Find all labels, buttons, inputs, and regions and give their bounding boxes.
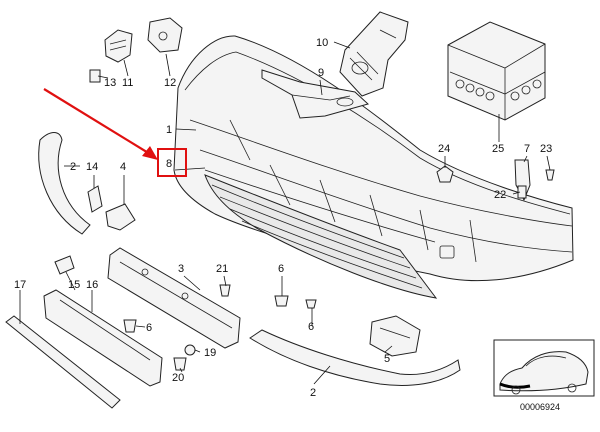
part-21-screw[interactable]	[219, 284, 231, 297]
diagram-code: 00006924	[520, 402, 560, 412]
part-2-trim-strip-left[interactable]	[38, 132, 91, 235]
part-3-license-holder[interactable]	[107, 247, 241, 349]
label-part-2-left: 2	[70, 161, 76, 173]
part-12-bracket[interactable]	[147, 17, 183, 53]
label-part-8: 8	[166, 158, 172, 170]
part-22-clip[interactable]	[517, 185, 527, 199]
label-part-4: 4	[120, 161, 126, 173]
label-part-6-a: 6	[278, 263, 284, 275]
part-2-trim-strip-lower[interactable]	[249, 329, 461, 386]
leader-lines	[19, 41, 551, 385]
part-17-strip[interactable]	[5, 315, 121, 409]
label-part-25: 25	[492, 143, 504, 155]
part-labels: 1 2 8 4 14 9 10 13 11 12 25 24 7 23 22 3…	[14, 37, 552, 399]
label-part-17: 17	[14, 279, 26, 291]
label-part-10: 10	[316, 37, 328, 49]
label-part-2-lower: 2	[310, 387, 316, 399]
red-pointer-arrow	[43, 88, 158, 160]
label-part-13: 13	[104, 77, 116, 89]
part-5-lamp[interactable]	[369, 315, 421, 357]
box-clip-icons	[455, 79, 542, 101]
part-10-bracket[interactable]	[339, 11, 409, 97]
label-part-1: 1	[166, 124, 172, 136]
label-part-21: 21	[216, 263, 228, 275]
part-9-bracket[interactable]	[261, 69, 369, 119]
part-8-lower-grille[interactable]	[204, 174, 438, 299]
part-25-kit-box[interactable]	[447, 21, 546, 121]
label-part-6-c: 6	[146, 322, 152, 334]
label-part-19: 19	[204, 347, 216, 359]
inset-bumper-highlight	[499, 382, 531, 389]
label-part-24: 24	[438, 143, 450, 155]
label-part-22: 22	[494, 189, 506, 201]
part-23-screw[interactable]	[545, 169, 555, 181]
part-16-plate[interactable]	[43, 289, 163, 387]
highlight-box-part-8	[157, 148, 187, 177]
label-part-23: 23	[540, 143, 552, 155]
label-part-9: 9	[318, 67, 324, 79]
label-part-5: 5	[384, 353, 390, 365]
label-part-11: 11	[122, 77, 133, 89]
part-11-bracket[interactable]	[104, 29, 133, 63]
label-part-12: 12	[164, 77, 176, 89]
part-20-screw[interactable]	[173, 357, 187, 371]
part-6-screw-b[interactable]	[305, 299, 317, 309]
label-part-20: 20	[172, 372, 184, 384]
part-6-screw-a[interactable]	[274, 295, 289, 307]
inset-car-view	[493, 339, 595, 397]
part-19-nut[interactable]	[184, 344, 196, 356]
label-part-14: 14	[86, 161, 98, 173]
label-part-6-b: 6	[308, 321, 314, 333]
part-4-bracket[interactable]	[105, 203, 136, 231]
part-6-screw-c[interactable]	[123, 319, 137, 333]
label-part-16: 16	[86, 279, 98, 291]
part-15-clip[interactable]	[54, 255, 75, 275]
part-14-clip[interactable]	[87, 185, 103, 213]
label-part-15: 15	[68, 279, 80, 291]
part-24-nut[interactable]	[436, 165, 454, 183]
label-part-3: 3	[178, 263, 184, 275]
label-part-7: 7	[524, 143, 530, 155]
